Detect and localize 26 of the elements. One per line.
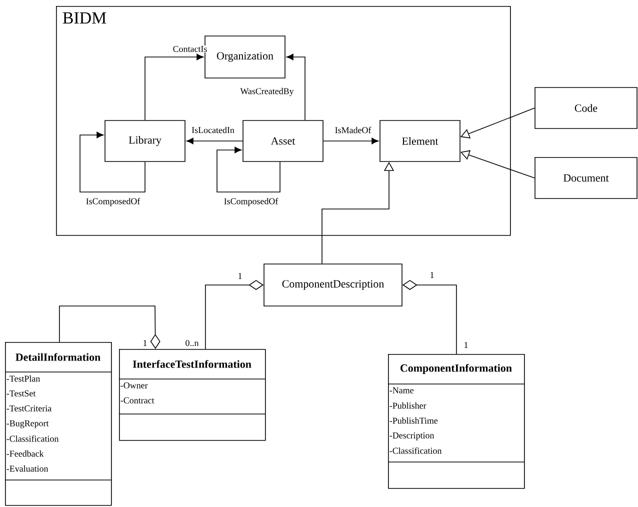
- multiplicity-label: 1: [430, 272, 434, 278]
- class-box: Library: [104, 120, 186, 162]
- edge-label: IsMadeOf: [334, 126, 372, 134]
- arrow: [80, 132, 146, 192]
- arrow: [286, 54, 306, 120]
- arrow: [216, 146, 280, 192]
- multiplicity-label: 1: [238, 273, 242, 279]
- class-box: Code: [534, 87, 638, 129]
- class-box: ComponentInformation -Name -Publisher -PublishTime -Description -Classification: [388, 354, 525, 489]
- arrow: [323, 138, 379, 144]
- edge-label: WasCreatedBy: [240, 87, 294, 97]
- class-box: Asset: [242, 120, 324, 162]
- edge-label: ContactIs: [172, 45, 208, 52]
- arrow: [59, 306, 160, 349]
- edge-label: IsLocatedIn: [191, 126, 235, 134]
- arrow: [186, 138, 243, 144]
- class-box: InterfaceTestInformation -Owner -Contract: [118, 349, 266, 441]
- class-box: ComponentDescription: [264, 264, 402, 306]
- class-box: Element: [380, 120, 460, 162]
- edge-label: IsComposedOf: [223, 197, 279, 207]
- class-box: DetailInformation -TestPlan -TestSet -TestCriteria -BugReport -Classification -Feedback -Evaluation: [4, 342, 112, 506]
- arrow: [144, 54, 204, 120]
- multiplicity-label: 1: [464, 342, 468, 348]
- multiplicity-label: 0..n: [186, 340, 199, 346]
- edge-label: IsComposedOf: [85, 197, 141, 207]
- class-box: Document: [534, 157, 638, 199]
